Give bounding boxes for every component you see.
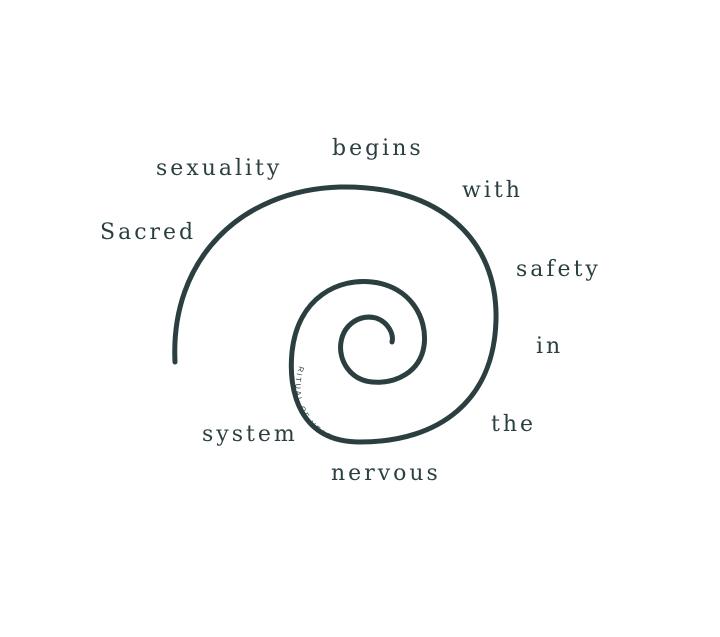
quote-word-with: with (462, 178, 523, 203)
quote-word-system: system (202, 422, 298, 447)
quote-word-in: in (536, 334, 564, 359)
quote-word-the: the (491, 412, 537, 437)
quote-word-sacred: Sacred (100, 220, 197, 245)
quote-word-safety: safety (516, 257, 601, 282)
quote-word-sexuality: sexuality (156, 156, 283, 181)
brand-wordmark-text: RITUAL OF HEART (294, 365, 339, 444)
brand-wordmark: RITUAL OF HEART (294, 365, 341, 444)
quote-word-begins: begins (332, 136, 424, 161)
quote-word-nervous: nervous (331, 461, 441, 486)
spiral-line (172, 184, 499, 445)
